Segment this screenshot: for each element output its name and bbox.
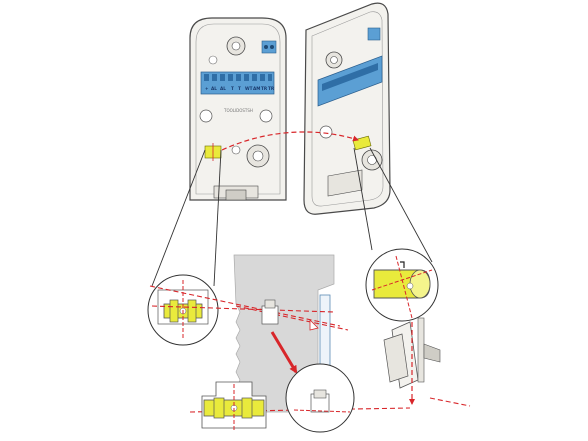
detector-sensor-icon [383, 317, 441, 405]
tamper-switch-icon [204, 143, 222, 161]
terminal-label: TR [268, 86, 275, 91]
callout-bottom-sensor [285, 363, 355, 433]
terminal-label: TR [261, 86, 268, 91]
terminal-label: AM [253, 86, 260, 91]
terminal-label: WT [245, 86, 253, 91]
terminal-label: T [238, 86, 241, 91]
detector-base-front: + AL AL T T WT AM TR TR TOOLIDOSTSH [189, 17, 287, 201]
terminal-block: + AL AL T T WT AM TR TR [200, 71, 275, 95]
terminal-label: AL [220, 86, 226, 91]
mounting-bracket-icon [261, 299, 319, 331]
terminal-label: AL [211, 86, 217, 91]
callout-tamper-angled [365, 248, 439, 322]
model-text: TOOLIDOSTSH [223, 108, 253, 113]
callout-tamper-front [147, 274, 219, 346]
detector-base-angled [303, 2, 391, 215]
terminal-label: + [205, 86, 209, 91]
terminal-label: T [231, 86, 234, 91]
mounting-bracket-icon [201, 381, 267, 432]
